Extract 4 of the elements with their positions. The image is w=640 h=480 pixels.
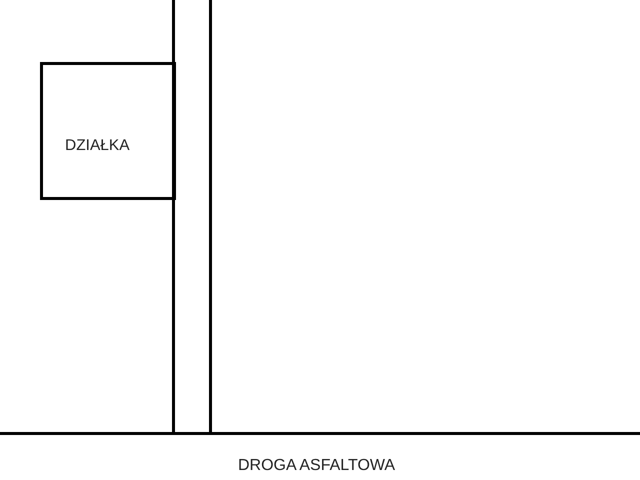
access-road-strip xyxy=(172,0,212,435)
plot-outline xyxy=(40,62,176,200)
plot-label: DZIAŁKA xyxy=(65,137,130,155)
road-name-label: DROGA ASFALTOWA xyxy=(238,456,396,475)
